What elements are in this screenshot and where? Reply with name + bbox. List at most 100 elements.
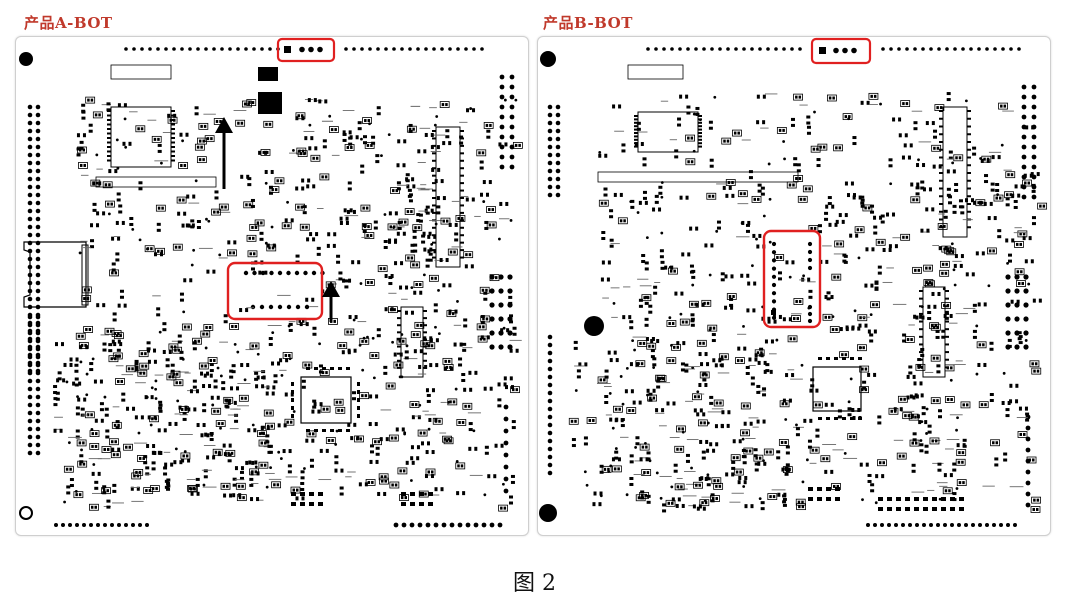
smd-pad: [991, 155, 995, 160]
smd-pad: [431, 450, 435, 455]
edge-pin: [547, 422, 553, 428]
smd-pad: [175, 372, 179, 376]
smd-pad: [106, 489, 109, 493]
smd-pad: [1025, 418, 1030, 422]
via: [65, 380, 69, 384]
smd-pad: [341, 350, 345, 355]
smd-pad: [55, 397, 60, 401]
smd-pad: [300, 114, 304, 118]
smd-pad: [997, 155, 1001, 160]
via: [391, 340, 394, 344]
smd-pad: [847, 413, 852, 417]
edge-pin: [1005, 316, 1011, 322]
edge-pin: [971, 523, 975, 527]
edge-pin: [547, 350, 553, 356]
smd-pad: [75, 357, 79, 362]
smd-pad: [364, 394, 368, 398]
smd-pad: [844, 115, 848, 119]
component-outline: [111, 421, 122, 429]
component-outline: [795, 498, 806, 506]
header-pin: [1009, 47, 1013, 51]
smd-pad: [105, 435, 110, 439]
via: [482, 200, 486, 203]
edge-pin: [547, 358, 553, 364]
smd-pad: [1035, 507, 1039, 511]
via: [116, 166, 120, 170]
smd-pad: [117, 303, 121, 308]
smd-pad: [209, 359, 213, 363]
smd-pad: [111, 339, 115, 344]
smd-pad: [746, 308, 750, 313]
edge-pin: [503, 428, 509, 434]
edge-pin: [27, 394, 33, 400]
smd-pad: [462, 491, 466, 496]
header-pin: [472, 47, 476, 51]
edge-pin: [507, 316, 513, 322]
smd-pad: [928, 281, 932, 285]
via: [679, 312, 683, 316]
smd-pad: [1017, 331, 1022, 335]
smd-pad: [740, 359, 743, 363]
smd-pad: [318, 99, 322, 104]
smd-pad: [646, 500, 651, 504]
smd-pad: [485, 192, 489, 197]
smd-pad: [642, 157, 647, 161]
smd-pad: [371, 354, 374, 358]
edge-pin: [35, 402, 41, 408]
smd-pad: [641, 445, 645, 449]
component-pin: [269, 270, 274, 276]
smd-pad: [793, 317, 796, 321]
smd-pad: [385, 437, 389, 442]
smd-pad: [206, 455, 210, 460]
smd-pad: [115, 334, 119, 338]
smd-pad: [204, 432, 208, 437]
smd-pad: [1025, 125, 1029, 130]
smd-pad: [468, 428, 473, 432]
edge-pin: [1025, 425, 1031, 431]
smd-pad: [756, 120, 760, 125]
smd-pad: [267, 444, 272, 448]
ic-pin: [939, 156, 943, 159]
component-outline: [870, 301, 880, 309]
edge-pin: [131, 523, 135, 527]
component-outline: [167, 116, 178, 124]
smd-pad: [644, 323, 649, 327]
via: [956, 416, 959, 420]
header-pin: [132, 47, 136, 51]
via: [889, 182, 893, 186]
smd-pad: [753, 454, 758, 458]
smd-pad: [844, 353, 848, 357]
smd-pad: [571, 438, 576, 442]
smd-pad: [349, 208, 353, 213]
via: [625, 493, 629, 497]
smd-pad: [271, 361, 275, 366]
component-outline: [896, 452, 907, 460]
smd-pad: [305, 322, 309, 327]
smd-pad: [489, 386, 493, 391]
smd-pad: [179, 350, 184, 354]
header-pin: [244, 47, 248, 51]
smd-pad: [695, 112, 700, 116]
smd-pad: [698, 476, 702, 481]
edge-pin: [499, 94, 505, 100]
smd-pad: [943, 473, 947, 478]
smd-pad: [715, 401, 719, 405]
component-outline: [635, 360, 646, 368]
ic-pin: [967, 210, 971, 213]
component-outline: [665, 499, 676, 507]
via: [256, 352, 260, 356]
smd-pad: [173, 113, 177, 118]
smd-pad: [781, 467, 785, 472]
smd-pad: [708, 120, 713, 124]
component-outline: [85, 96, 96, 104]
smd-pad: [433, 309, 438, 313]
smd-pad: [374, 440, 377, 444]
smd-pad: [302, 205, 307, 209]
smd-pad: [425, 205, 430, 209]
smd-pad: [511, 420, 516, 424]
ic-pin: [967, 110, 971, 112]
smd-pad: [927, 424, 932, 428]
smd-pad: [1006, 193, 1009, 197]
smd-pad: [428, 258, 433, 262]
smd-pad: [687, 252, 691, 257]
